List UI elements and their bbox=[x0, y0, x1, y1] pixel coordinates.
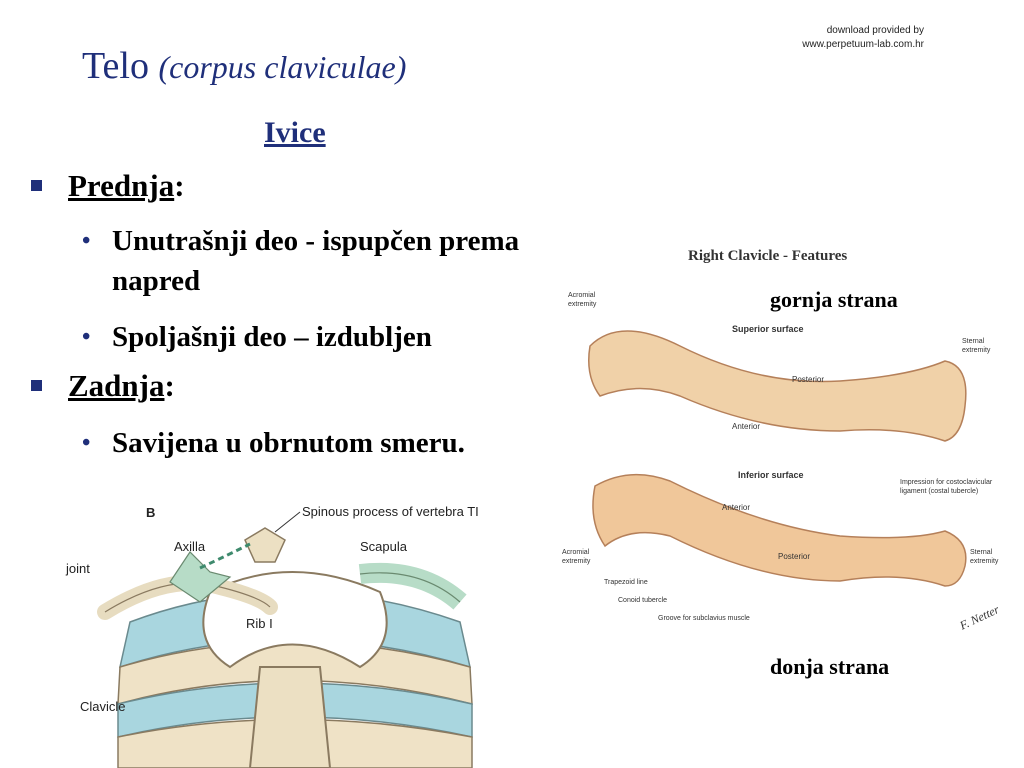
label-sternal-top: Sternal bbox=[962, 338, 985, 345]
bullet-colon: : bbox=[164, 368, 175, 403]
label-impression-2: ligament (costal tubercle) bbox=[900, 488, 978, 495]
shoulder-girdle-illustration: B Spinous process of vertebra TI Axilla … bbox=[65, 504, 479, 768]
label-sternal-bottom: Sternal bbox=[970, 549, 993, 556]
rib-cage bbox=[117, 571, 473, 768]
vertebra-shape bbox=[244, 527, 286, 563]
bullet-zadnja: Zadnja: bbox=[31, 368, 175, 404]
label-sternal-bottom-2: extremity bbox=[970, 558, 999, 565]
clavicle-superior-bone bbox=[588, 330, 967, 442]
label-impression: Impression for costoclavicular bbox=[900, 479, 993, 486]
label-superior-surface: Superior surface bbox=[732, 324, 804, 334]
sub-bullet-text: Unutrašnji deo - ispupčen prema napred bbox=[112, 225, 520, 297]
bullet-label: Prednja bbox=[68, 168, 175, 203]
title-latin: (corpus claviculae) bbox=[158, 49, 407, 85]
caption-bottom: donja strana bbox=[770, 654, 890, 679]
label-conoid: Conoid tubercle bbox=[618, 597, 667, 604]
label-acromial-top-2: extremity bbox=[568, 301, 597, 308]
caption-top: gornja strana bbox=[770, 287, 898, 312]
bullet-prednja: Prednja: bbox=[31, 168, 185, 204]
round-bullet-icon: • bbox=[82, 324, 91, 350]
label-trapezoid: Trapezoid line bbox=[604, 579, 648, 586]
leader-line bbox=[274, 511, 301, 533]
label-axilla: Axilla bbox=[174, 539, 206, 554]
sub-bullet: • Unutrašnji deo - ispupčen prema napred bbox=[82, 221, 552, 301]
axilla-region bbox=[169, 551, 232, 603]
label-scapula: Scapula bbox=[360, 539, 408, 554]
clavicle-features-illustration: Right Clavicle - Features Acromial extre… bbox=[562, 248, 1002, 633]
label-spinous: Spinous process of vertebra TI bbox=[302, 504, 479, 519]
label-posterior-top: Posterior bbox=[792, 375, 824, 384]
watermark-line-2: www.perpetuum-lab.com.hr bbox=[802, 39, 924, 50]
sub-bullet: • Spoljašnji deo – izdubljen bbox=[82, 317, 552, 357]
bullet-label: Zadnja bbox=[68, 368, 165, 403]
bullet-colon: : bbox=[174, 168, 185, 203]
label-rib: Rib I bbox=[246, 616, 273, 631]
sub-bullet-text: Spoljašnji deo – izdubljen bbox=[112, 321, 432, 353]
label-joint: joint bbox=[65, 561, 90, 576]
label-acromial-bottom: Acromial bbox=[562, 549, 590, 556]
figure-title: Right Clavicle - Features bbox=[688, 248, 847, 264]
netter-signature: F. Netter bbox=[957, 602, 1002, 633]
round-bullet-icon: • bbox=[82, 430, 91, 456]
square-bullet-icon bbox=[31, 180, 42, 191]
subheading: Ivice bbox=[264, 116, 326, 149]
sub-bullet-text: Savijena u obrnutom smeru. bbox=[112, 427, 465, 459]
round-bullet-icon: • bbox=[82, 228, 91, 254]
label-anterior-bottom: Anterior bbox=[722, 503, 750, 512]
label-inferior-surface: Inferior surface bbox=[738, 470, 804, 480]
panel-label: B bbox=[146, 505, 155, 520]
watermark-line-1: download provided by bbox=[826, 25, 924, 36]
square-bullet-icon bbox=[31, 380, 42, 391]
label-groove: Groove for subclavius muscle bbox=[658, 615, 750, 622]
label-sternal-top-2: extremity bbox=[962, 347, 991, 354]
label-clavicle: Clavicle bbox=[80, 699, 126, 714]
sub-bullet: • Savijena u obrnutom smeru. bbox=[82, 423, 572, 463]
label-anterior-top: Anterior bbox=[732, 422, 760, 431]
scapula-outline bbox=[359, 572, 461, 603]
label-acromial-top: Acromial bbox=[568, 292, 596, 299]
label-acromial-bottom-2: extremity bbox=[562, 558, 591, 565]
label-posterior-bottom: Posterior bbox=[778, 552, 810, 561]
clavicle-inferior-bone bbox=[592, 473, 967, 587]
dashed-line bbox=[199, 542, 251, 570]
watermark: download provided by www.perpetuum-lab.c… bbox=[664, 24, 924, 52]
slide-title: Telo (corpus claviculae) bbox=[82, 44, 406, 88]
title-main: Telo bbox=[82, 45, 149, 87]
